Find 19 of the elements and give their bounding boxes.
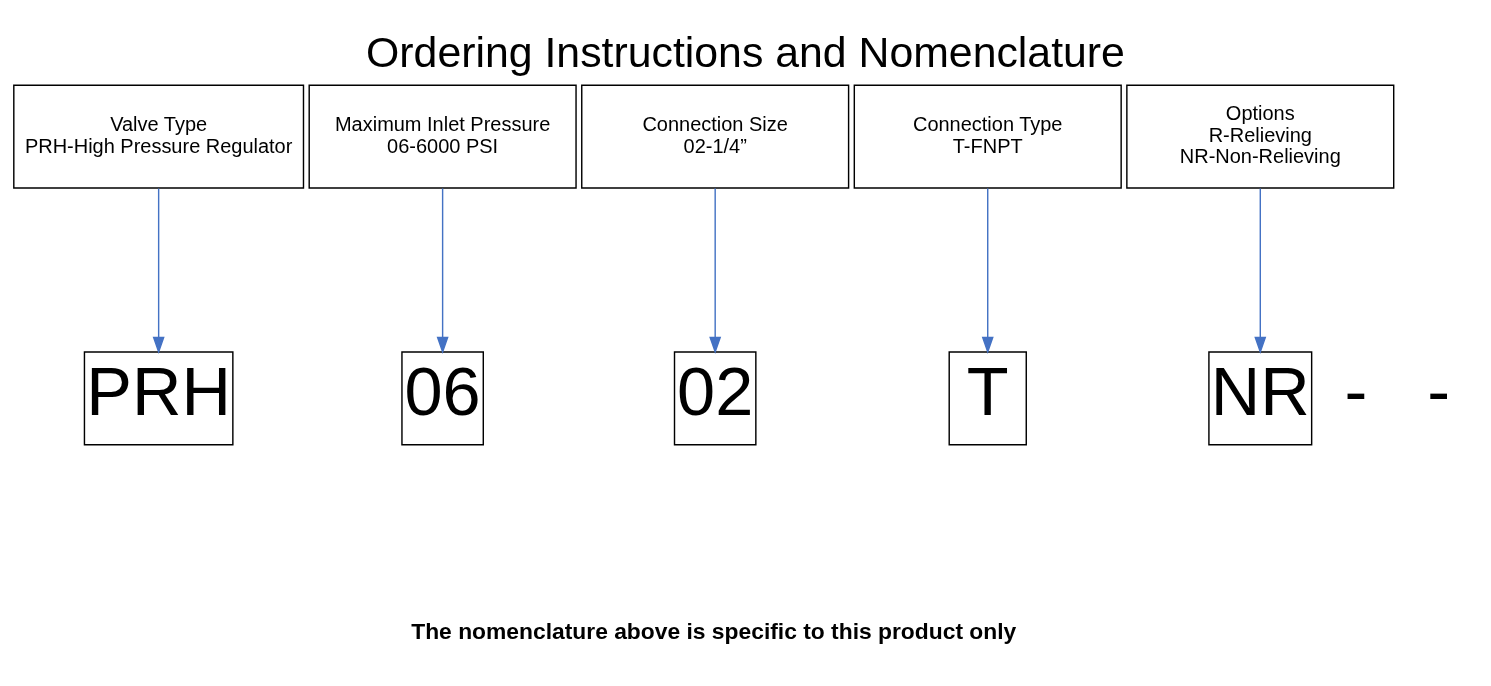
label: - xyxy=(1344,352,1368,430)
node-box: 02 xyxy=(673,350,757,446)
label: - xyxy=(1427,352,1451,430)
caption: The nomenclature above is specific to this product only xyxy=(411,617,1017,644)
arrow xyxy=(1254,187,1267,354)
node-box: NR xyxy=(1208,350,1313,446)
node-box: PRH xyxy=(83,350,234,446)
node-box: 06 xyxy=(401,350,484,446)
node-box: T xyxy=(948,350,1027,446)
node-box: Connection Type T-FNPT xyxy=(853,84,1122,189)
arrow xyxy=(981,187,994,354)
node-box: Maximum Inlet Pressure 06-6000 PSI xyxy=(308,84,577,189)
node-box: Connection Size 02-1/4” xyxy=(581,84,850,189)
node-box: Valve Type PRH-High Pressure Regulator xyxy=(13,84,305,189)
arrow xyxy=(152,187,165,354)
arrow xyxy=(436,187,449,354)
diagram-title: Ordering Instructions and Nomenclature xyxy=(366,27,1125,76)
node-box: Options R-Relieving NR-Non-Relieving xyxy=(1126,84,1395,189)
arrow xyxy=(709,187,722,354)
